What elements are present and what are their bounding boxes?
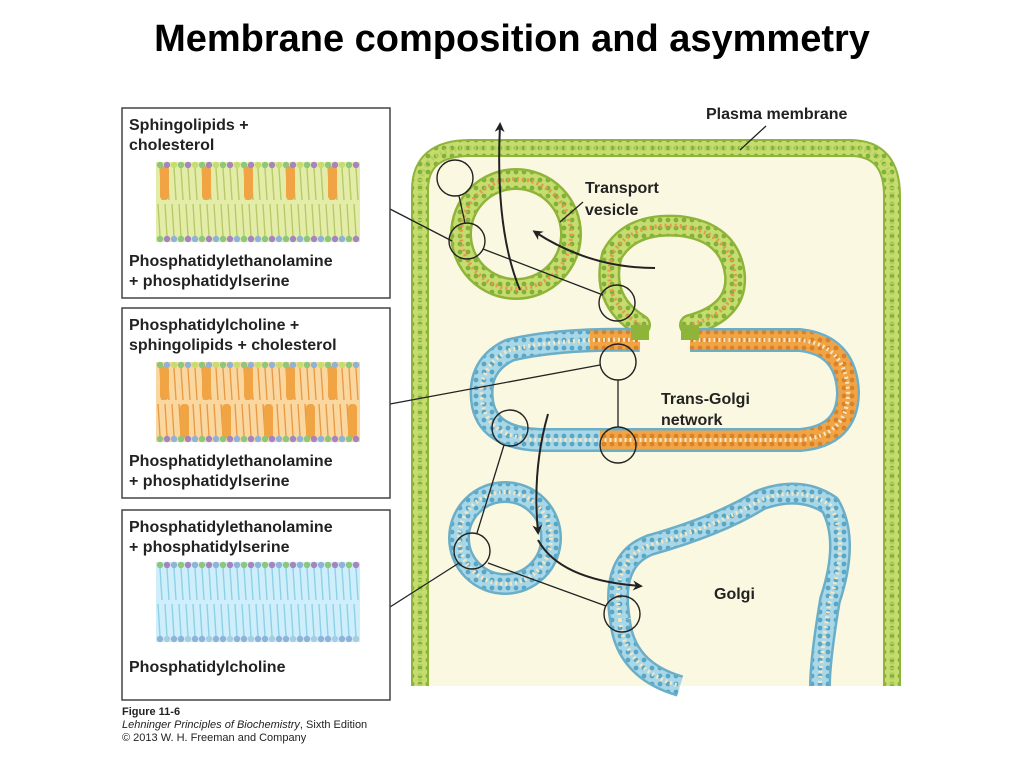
connector-line bbox=[476, 444, 505, 534]
zoom-circle bbox=[598, 284, 636, 322]
panel-2-bottom-line1: Phosphatidylethanolamine bbox=[129, 453, 333, 470]
arrow-to-golgi bbox=[537, 539, 643, 591]
arrow-golgi-to-vesicle bbox=[532, 230, 656, 269]
book-edition: , Sixth Edition bbox=[299, 719, 368, 731]
panel-3-top-line2: + phosphatidylserine bbox=[129, 539, 290, 556]
panel-1-bottom-line1: Phosphatidylethanolamine bbox=[129, 253, 333, 270]
arrow-down-1 bbox=[532, 413, 549, 535]
figure-caption: Figure 11-6 Lehninger Principles of Bioc… bbox=[122, 706, 367, 745]
zoom-circle bbox=[603, 595, 641, 633]
bilayer-1 bbox=[156, 161, 360, 243]
zoom-circle bbox=[448, 222, 486, 260]
connector-line bbox=[389, 562, 460, 608]
zoom-circle bbox=[491, 409, 529, 447]
plasma-membrane-label: Plasma membrane bbox=[706, 106, 848, 123]
transport-vesicle bbox=[450, 168, 582, 300]
panel-1-top-line2: cholesterol bbox=[129, 137, 214, 154]
panel-1: Sphingolipids + cholesterol Phosphatidyl… bbox=[121, 107, 391, 299]
connector-line bbox=[482, 248, 604, 296]
figure-number: Figure 11-6 bbox=[122, 706, 181, 718]
book-title: Lehninger Principles of Biochemistry bbox=[122, 719, 300, 731]
bilayer-3 bbox=[156, 561, 360, 643]
golgi-label: Golgi bbox=[714, 586, 755, 603]
connector-line bbox=[487, 562, 607, 607]
golgi-cisterna bbox=[607, 482, 851, 697]
zoom-circle bbox=[453, 532, 491, 570]
arrow-vesicle-to-membrane bbox=[494, 122, 521, 291]
zoom-circle bbox=[436, 159, 474, 197]
copyright: © 2013 W. H. Freeman and Company bbox=[122, 732, 307, 744]
panel-2-bottom-line2: + phosphatidylserine bbox=[129, 473, 290, 490]
panel-3: Phosphatidylethanolamine + phosphatidyls… bbox=[121, 509, 391, 701]
panel-2-top-line2: sphingolipids + cholesterol bbox=[129, 337, 337, 354]
panel-3-top-line1: Phosphatidylethanolamine bbox=[129, 519, 333, 536]
panel-2: Phosphatidylcholine + sphingolipids + ch… bbox=[121, 307, 391, 499]
trans-golgi-network bbox=[469, 325, 860, 452]
connector-line bbox=[389, 208, 453, 242]
figure-source: Lehninger Principles of Biochemistry, Si… bbox=[122, 719, 367, 732]
trans-golgi-label-2: network bbox=[661, 412, 722, 429]
slide-title: Membrane composition and asymmetry bbox=[154, 18, 870, 60]
transport-vesicle-label-2: vesicle bbox=[585, 202, 638, 219]
transport-vesicle-label-1: Transport bbox=[585, 180, 659, 197]
panel-2-top-line1: Phosphatidylcholine + bbox=[129, 317, 299, 334]
panel-3-bottom-line1: Phosphatidylcholine bbox=[129, 659, 286, 676]
budding-bulb bbox=[598, 214, 747, 336]
bilayer-2 bbox=[156, 361, 360, 443]
trans-golgi-label-1: Trans-Golgi bbox=[661, 391, 750, 408]
panel-1-top-line1: Sphingolipids + bbox=[129, 117, 249, 134]
panel-1-bottom-line2: + phosphatidylserine bbox=[129, 273, 290, 290]
connector-line bbox=[389, 364, 601, 405]
connector-line bbox=[458, 195, 466, 224]
